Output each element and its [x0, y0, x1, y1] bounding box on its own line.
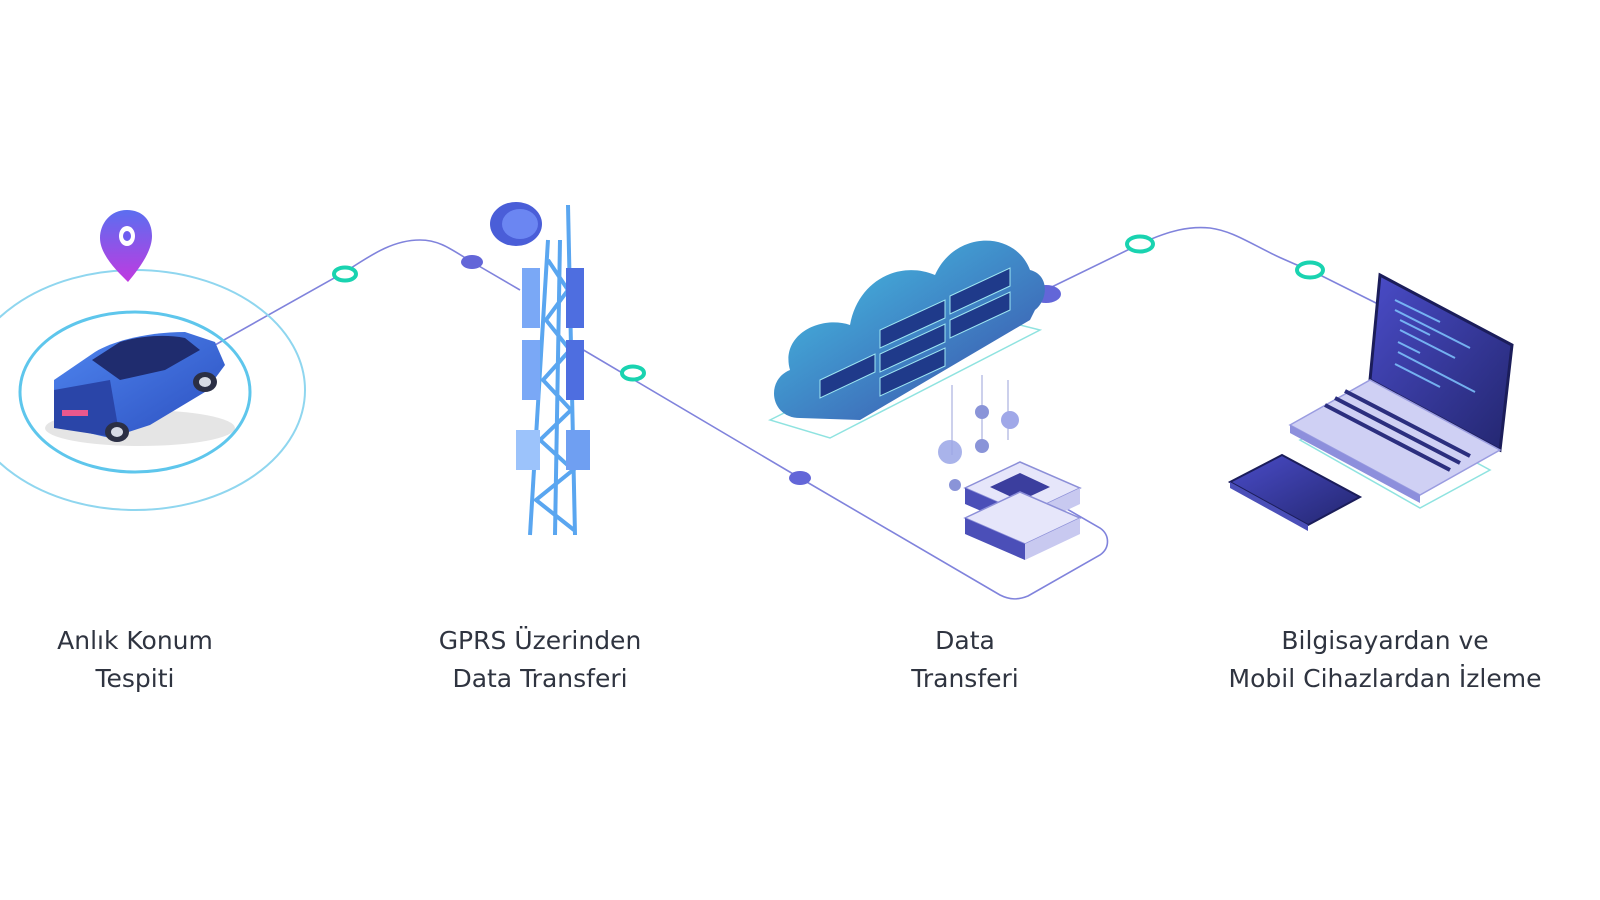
step-label-line: Bilgisayardan ve: [1281, 626, 1489, 655]
server-stack: [963, 461, 1082, 560]
step-label-data-transfer: Data Transferi: [755, 622, 1175, 698]
step-label-line: Transferi: [911, 664, 1019, 693]
cloud-server-icon: [767, 240, 1082, 560]
node-teal: [1295, 260, 1325, 280]
step-label-line: Tespiti: [95, 664, 175, 693]
step-label-line: Data: [935, 626, 995, 655]
laptop-keys: [1324, 389, 1471, 472]
data-bubbles: [938, 375, 1019, 491]
location-pin-icon: [100, 210, 152, 282]
step-label-line: Anlık Konum: [57, 626, 213, 655]
laptop-tablet-icon: [1227, 272, 1514, 531]
line-cloud-to-laptop: [1024, 226, 1381, 306]
car-with-location-pin-icon: [0, 210, 306, 511]
line-car-to-tower: [214, 239, 521, 346]
node-violet: [789, 471, 811, 485]
node-teal: [1125, 234, 1155, 254]
step-label-line: Mobil Cihazlardan İzleme: [1228, 664, 1542, 693]
connection-lines: [214, 226, 1381, 600]
line-tower-to-server: [574, 344, 1109, 600]
node-teal: [620, 364, 646, 382]
tower-antennas: [516, 268, 590, 470]
server-racks-in-cloud: [819, 267, 1011, 399]
step-label-location: Anlık Konum Tespiti: [0, 622, 345, 698]
node-violet: [461, 255, 483, 269]
step-label-monitoring: Bilgisayardan ve Mobil Cihazlardan İzlem…: [1175, 622, 1595, 698]
cell-tower-icon: [490, 202, 590, 536]
step-label-line: GPRS Üzerinden: [438, 626, 642, 655]
car-icon: [45, 332, 235, 446]
tablet: [1227, 453, 1363, 527]
signal-ring-inner: [18, 310, 252, 474]
screen-code-lines: [1394, 299, 1476, 393]
step-label-line: Data Transferi: [452, 664, 628, 693]
step-label-gprs: GPRS Üzerinden Data Transferi: [330, 622, 750, 698]
node-teal: [332, 265, 358, 283]
